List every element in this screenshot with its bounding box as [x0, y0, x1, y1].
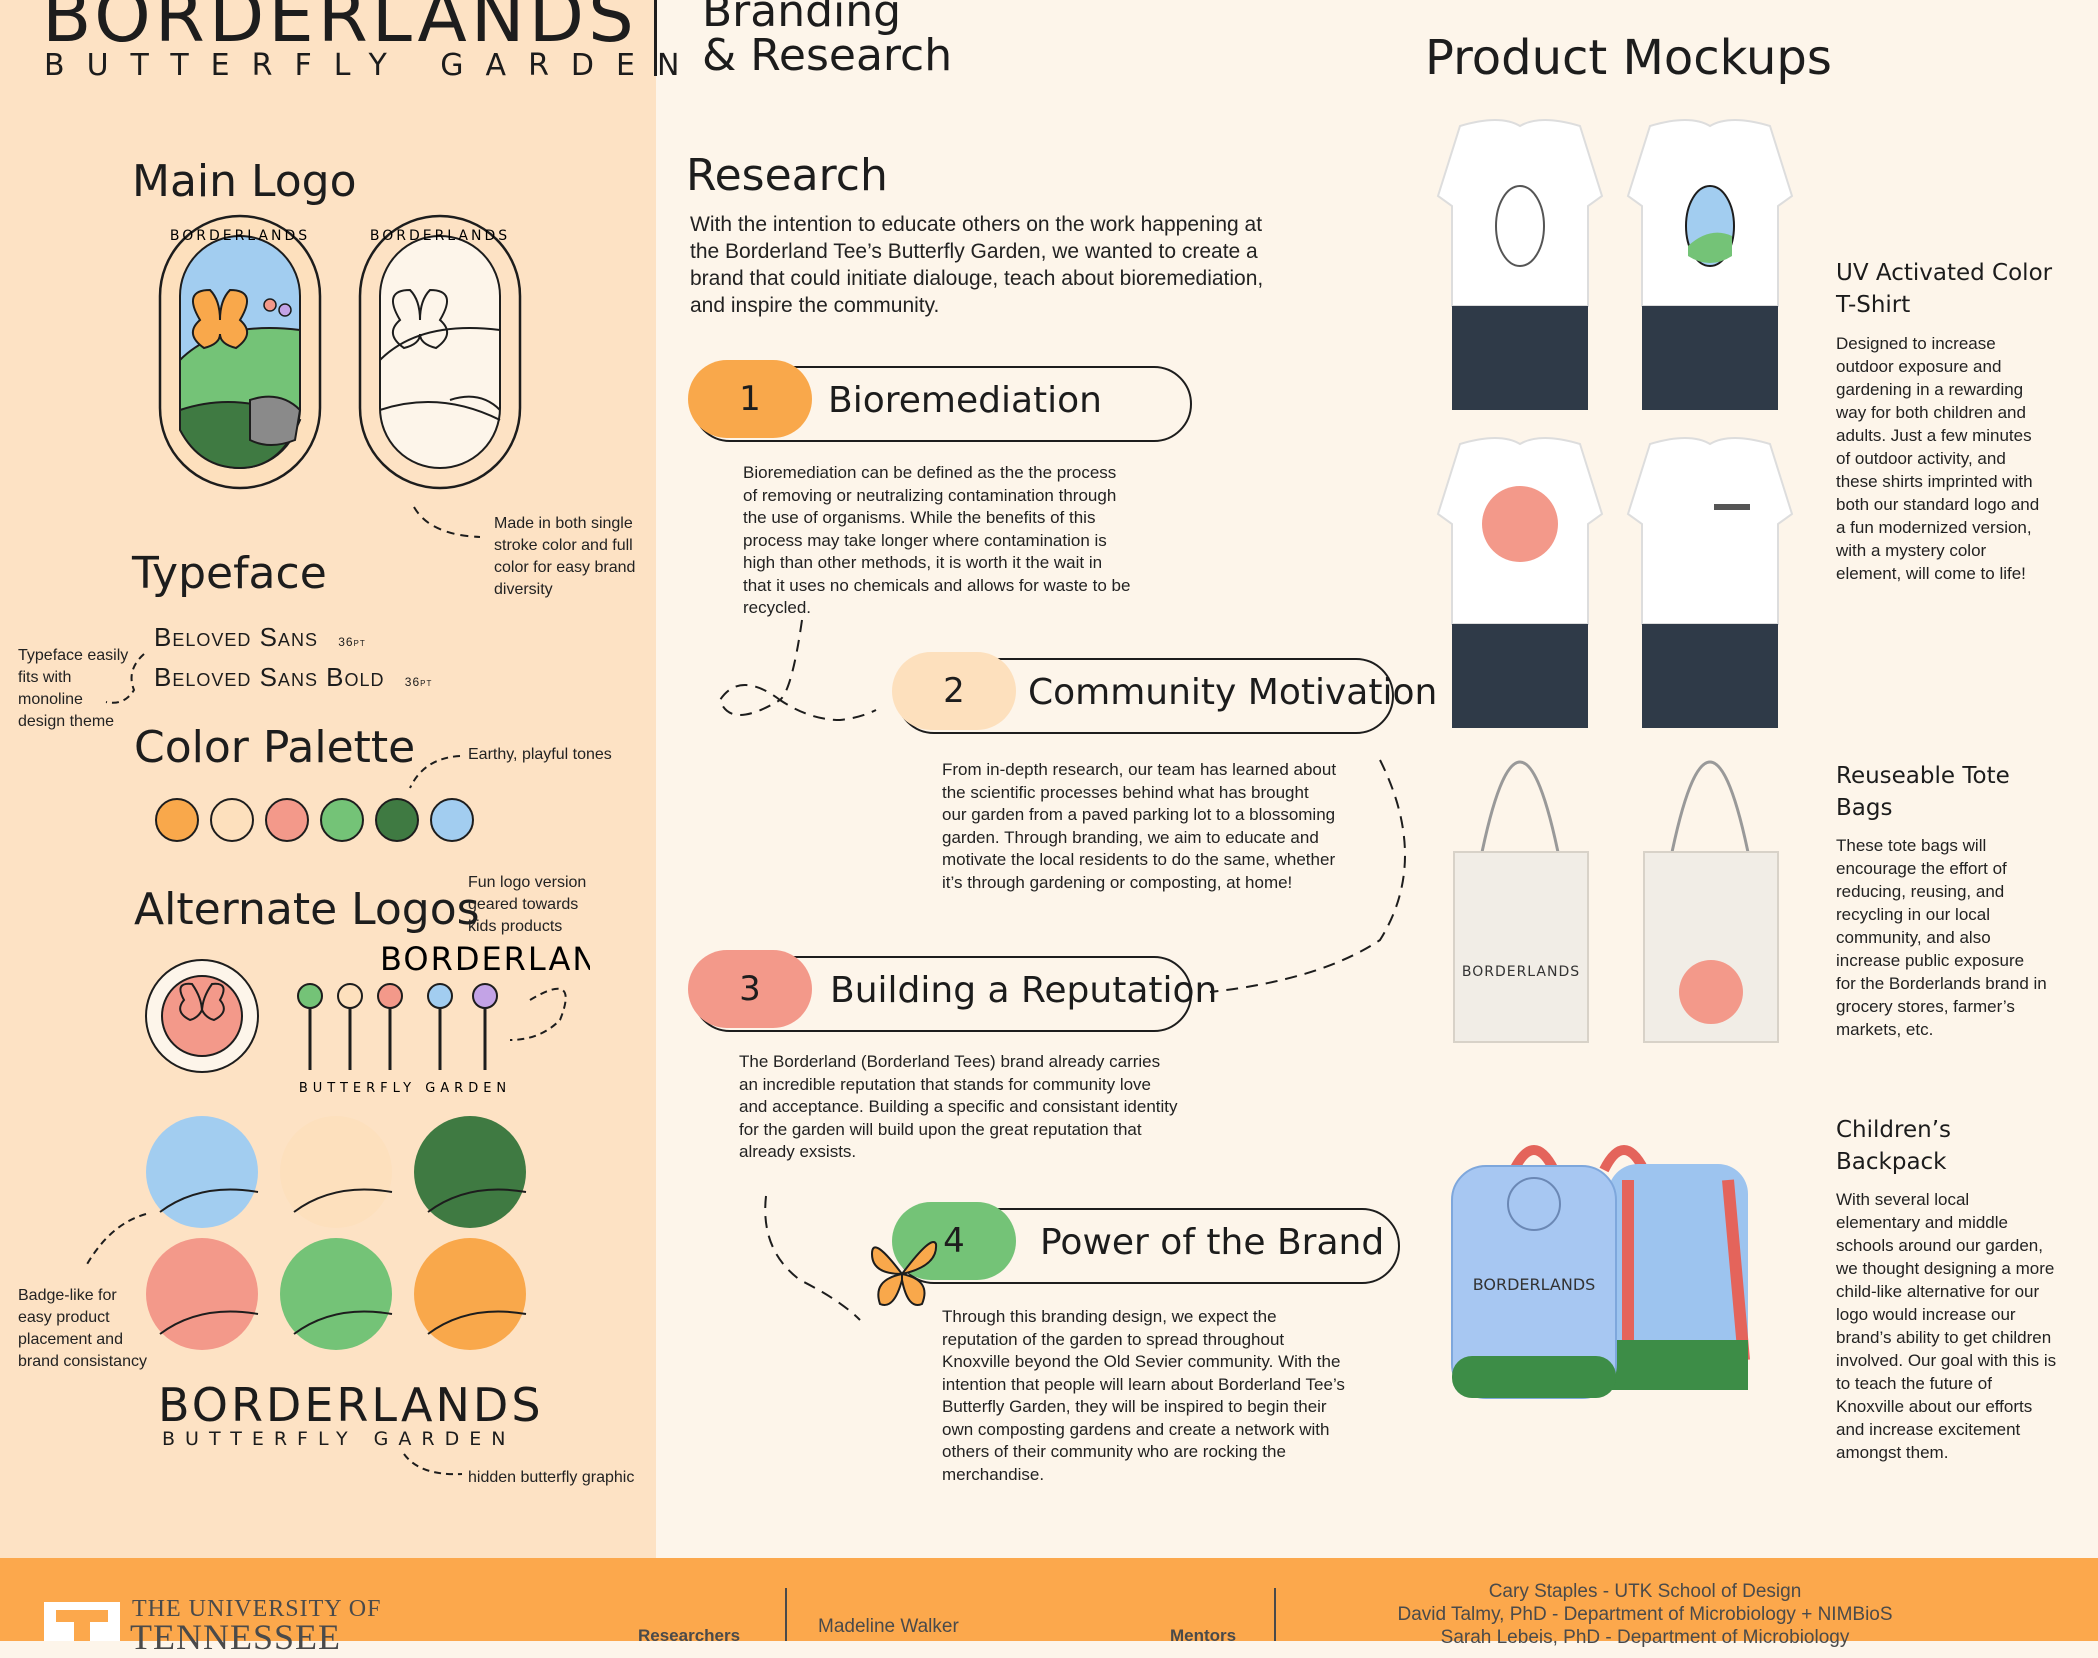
svg-text:BORDERLANDS: BORDERLANDS	[1462, 964, 1580, 980]
research-title: Research	[686, 150, 888, 201]
mentor-2: David Talmy, PhD - Department of Microbi…	[1397, 1604, 1893, 1625]
palette-title: Color Palette	[134, 722, 416, 773]
mockups-title: Product Mockups	[1425, 30, 1832, 86]
swatch-dark-green	[375, 798, 419, 842]
mockup-2-text: These tote bags will encourage the effor…	[1836, 836, 2047, 1039]
research-intro: With the intention to educate others on …	[690, 213, 1264, 317]
logo-note-connector	[413, 506, 481, 538]
swatch-green	[320, 798, 364, 842]
svg-text:BORDERLANDS: BORDERLANDS	[1473, 1275, 1596, 1294]
mockup-1-title: UV Activated Color T-Shirt	[1836, 260, 2053, 318]
svg-text:BORDERLANDS: BORDERLANDS	[370, 228, 510, 244]
research-item-2: 2 Community Motivation	[892, 652, 1437, 734]
font1-name: Beloved Sans	[154, 622, 318, 652]
font1-size: 36pt	[338, 635, 366, 649]
tshirt-mockups	[1436, 119, 1794, 728]
tote-mockups: BORDERLANDS	[1453, 760, 1779, 1043]
butterfly-icon	[870, 1241, 938, 1306]
badge-note: Badge-like for easy product placement an…	[18, 1287, 147, 1370]
font-sample-bold: Beloved Sans Bold 36pt	[154, 662, 432, 693]
ut-logo-icon	[44, 1602, 120, 1641]
swatch-peach	[210, 798, 254, 842]
flight-path	[718, 619, 1406, 1321]
logo-note: Made in both single stroke color and ful…	[494, 515, 636, 598]
main-logo-graphic: BORDERLANDS BORDERLANDS	[158, 214, 522, 490]
research-item-1-text: Bioremediation can be defined as the the…	[743, 463, 1131, 617]
swatch-coral	[265, 798, 309, 842]
research-item-3-text: The Borderland (Borderland Tees) brand a…	[739, 1052, 1178, 1161]
svg-text:BUTTERFLY GARDEN: BUTTERFLY GARDEN	[299, 1081, 511, 1096]
alt-logos-graphic: BORDERLANDS BUTTERFLY GARDEN	[145, 940, 590, 1096]
wordmark-title: BORDERLANDS	[158, 1378, 544, 1432]
research-item-2-label: Community Motivation	[1028, 672, 1438, 713]
mockup-1-text: Designed to increase outdoor exposure an…	[1836, 334, 2040, 583]
research-item-3-number: 3	[688, 950, 812, 1028]
research-item-3-label: Building a Reputation	[830, 970, 1218, 1011]
mentors-label: Mentors	[1170, 1626, 1237, 1645]
research-item-1-number: 1	[688, 360, 812, 438]
palette-note: Earthy, playful tones	[468, 746, 612, 763]
main-logo-title: Main Logo	[132, 156, 357, 207]
svg-text:BORDERLANDS: BORDERLANDS	[380, 940, 590, 978]
palette-note-connector	[409, 755, 461, 789]
badge-grid	[146, 1116, 527, 1350]
university-line1: THE UNIVERSITY OF	[132, 1596, 382, 1622]
hidden-note: hidden butterfly graphic	[468, 1469, 635, 1486]
mockup-3-text: With several local elementary and middle…	[1836, 1190, 2057, 1462]
header-divider	[654, 0, 657, 76]
swatch-blue	[430, 798, 474, 842]
brand-title: BORDERLANDS	[42, 0, 638, 58]
mentors-list: Cary Staples - UTK School of Design Davi…	[1300, 1580, 1990, 1649]
badge-note-connector	[85, 1213, 147, 1267]
typeface-title: Typeface	[132, 548, 327, 599]
research-item-4: 4 Power of the Brand	[892, 1202, 1400, 1284]
footer-divider-1	[785, 1588, 787, 1641]
backpack-mockups: BORDERLANDS	[1451, 1145, 1750, 1399]
alt-note: Fun logo version geared towards kids pro…	[468, 874, 587, 935]
mockup-2-title: Reuseable Tote Bags	[1836, 763, 2010, 821]
research-item-4-text: Through this branding design, we expect …	[942, 1307, 1345, 1484]
research-item-1-label: Bioremediation	[828, 380, 1102, 421]
brand-subtitle: BUTTERFLY GARDEN	[44, 48, 702, 83]
footer-divider-2	[1274, 1588, 1276, 1641]
footer	[0, 1558, 2098, 1641]
section-title-line1: Branding	[702, 0, 902, 37]
research-item-2-number: 2	[892, 652, 1016, 730]
font2-size: 36pt	[404, 675, 433, 689]
research-item-1: 1 Bioremediation	[688, 360, 1192, 442]
font2-name: Beloved Sans Bold	[154, 662, 385, 692]
font-sample-regular: Beloved Sans 36pt	[154, 622, 366, 653]
research-item-3: 3 Building a Reputation	[688, 950, 1217, 1032]
research-item-4-label: Power of the Brand	[1040, 1222, 1385, 1263]
swatch-orange	[155, 798, 199, 842]
mockup-3-title: Children’s Backpack	[1836, 1117, 1951, 1175]
mentor-3: Sarah Lebeis, PhD - Department of Microb…	[1440, 1627, 1850, 1648]
research-item-2-text: From in-depth research, our team has lea…	[942, 760, 1337, 892]
section-title-line2: & Research	[702, 30, 953, 81]
svg-text:BORDERLANDS: BORDERLANDS	[170, 228, 310, 244]
typeface-note-connector	[105, 653, 145, 704]
alt-logos-title: Alternate Logos	[134, 884, 480, 935]
researcher-1: Madeline Walker	[818, 1616, 959, 1637]
university-line2: TENNESSEE	[130, 1617, 341, 1657]
mentor-1: Cary Staples - UTK School of Design	[1488, 1581, 1802, 1602]
wordmark-subtitle: BUTTERFLY GARDEN	[162, 1428, 516, 1450]
typeface-note: Typeface easily fits with monoline desig…	[18, 647, 129, 730]
hidden-note-connector	[403, 1453, 463, 1476]
researchers-label: Researchers	[638, 1626, 741, 1645]
